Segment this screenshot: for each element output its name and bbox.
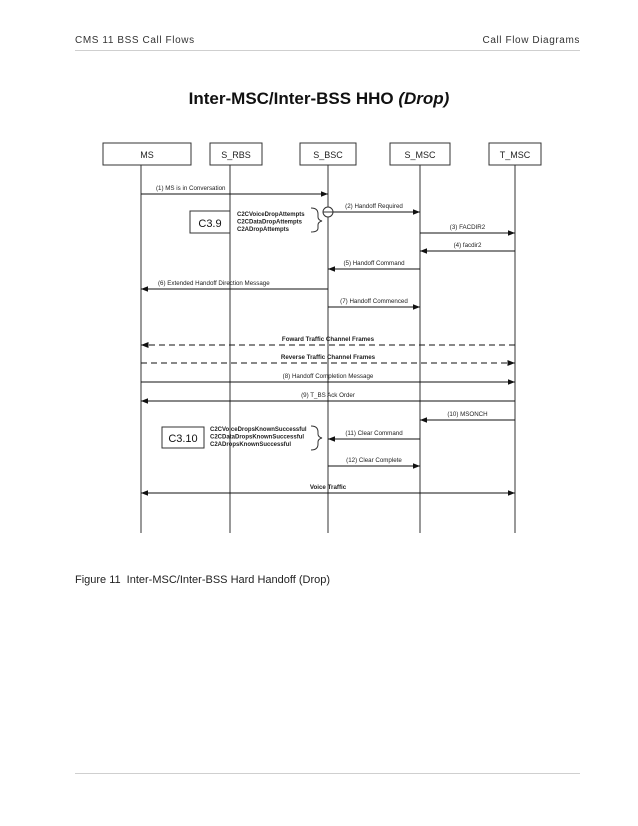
entity-label-s-msc: S_MSC — [404, 150, 436, 160]
entity-box-t-msc — [488, 142, 542, 166]
counter-name: C2CDataDropsKnownSuccessful — [210, 435, 304, 441]
message-label: (5) Handoff Command — [343, 260, 405, 267]
figure-number: Figure 11 — [75, 574, 121, 586]
message-label: Foward Traffic Channel Frames — [282, 336, 375, 343]
entity-label-t-msc: T_MSC — [500, 150, 531, 160]
diagram-title-italic: (Drop) — [398, 89, 450, 108]
counter-name: C2CVoiceDropsKnownSuccessful — [210, 427, 307, 433]
entity-label-s-rbs: S_RBS — [221, 150, 251, 160]
message-label: (6) Extended Handoff Direction Message — [158, 280, 270, 287]
message-label: (1) MS is in Conversation — [156, 185, 226, 192]
counter-name: C2ADropAttempts — [237, 227, 290, 233]
counter-name: C2ADropsKnownSuccessful — [210, 442, 291, 448]
counter-name: C2CDataDropAttempts — [237, 220, 303, 226]
footer-divider — [75, 773, 580, 774]
message-label: (3) FACDIR2 — [450, 224, 486, 231]
call-flow-diagram: MS S_RBS S_BSC S_MSC T_MSC (1) MS is in Conve… — [102, 142, 542, 533]
counter-name: C2CVoiceDropAttempts — [237, 212, 305, 218]
counter-box-c3-9 — [189, 210, 231, 234]
message-label: Voice Traffic — [310, 484, 347, 491]
message-label: (8) Handoff Completion Message — [283, 373, 374, 380]
message-label: (4) facdir2 — [454, 242, 482, 249]
message-label: Reverse Traffic Channel Frames — [281, 354, 376, 361]
entity-label-ms: MS — [140, 150, 154, 160]
entity-box-s-rbs — [209, 142, 263, 166]
page-header-right: Call Flow Diagrams — [482, 35, 580, 46]
entity-box-s-msc — [389, 142, 451, 166]
entity-box-ms — [102, 142, 192, 166]
diagram-title: Inter-MSC/Inter-BSS HHO (Drop) — [0, 89, 638, 109]
message-label: (9) T_BS Ack Order — [301, 392, 355, 399]
message-label: (2) Handoff Required — [345, 203, 403, 210]
message-label: (7) Handoff Commenced — [340, 298, 408, 305]
header-divider — [75, 50, 580, 51]
counter-id-c3-10: C3.10 — [168, 433, 197, 445]
page-header-left: CMS 11 BSS Call Flows — [75, 35, 195, 46]
entity-label-s-bsc: S_BSC — [313, 150, 343, 160]
counter-brace — [310, 207, 323, 233]
counter-brace — [310, 425, 323, 451]
figure-caption-text: Inter-MSC/Inter-BSS Hard Handoff (Drop) — [126, 574, 331, 586]
counter-id-c3-9: C3.9 — [198, 218, 221, 230]
message-label: (12) Clear Complete — [346, 457, 402, 464]
counter-box-c3-10 — [161, 426, 205, 449]
entity-box-s-bsc — [299, 142, 357, 166]
message-label: (11) Clear Command — [345, 430, 403, 437]
message-label: (10) MSONCH — [447, 411, 487, 418]
diagram-title-main: Inter-MSC/Inter-BSS HHO — [188, 89, 394, 108]
figure-caption: Figure 11 Inter-MSC/Inter-BSS Hard Handof… — [75, 574, 336, 586]
